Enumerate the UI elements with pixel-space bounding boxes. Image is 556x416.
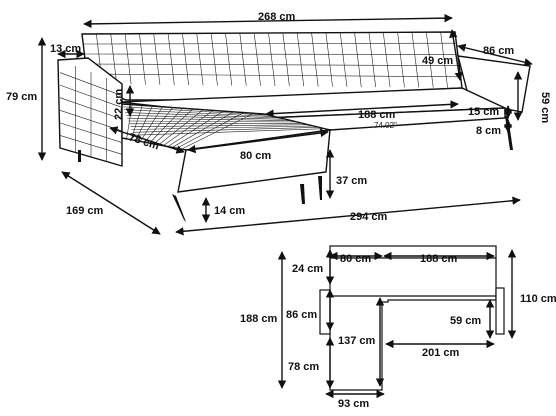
- top-view-dimension-lines: [277, 249, 517, 399]
- tuft-line: [86, 73, 461, 78]
- tuft-line: [126, 115, 287, 120]
- tuft-line: [253, 33, 261, 86]
- tuft-line: [325, 32, 333, 87]
- tuft-line: [83, 42, 457, 45]
- tuft-line: [296, 32, 305, 87]
- seat-length-label: 188 cm: [358, 109, 396, 121]
- tuft-line: [110, 33, 118, 85]
- seat-length-inches-label: 74.02": [374, 121, 397, 130]
- total-height-label: 79 cm: [6, 91, 37, 103]
- tuft-line: [368, 32, 376, 88]
- leg-height-label: 14 cm: [214, 205, 245, 217]
- total-depth-label: 169 cm: [66, 205, 104, 217]
- armrest-height-label: 22 cm: [113, 89, 125, 120]
- tuft-line: [311, 32, 319, 87]
- main-right-leg: [505, 116, 513, 150]
- main-left-leg: [78, 150, 81, 162]
- tuft-line: [123, 106, 270, 116]
- top-right-arm: [495, 287, 505, 335]
- tuft-line: [196, 33, 204, 86]
- tuft-line: [354, 32, 362, 87]
- tuft-line: [411, 32, 420, 88]
- top-arm-depth-label: 24 cm: [292, 263, 323, 275]
- seat-height-label: 37 cm: [336, 175, 367, 187]
- right-height-label: 59 cm: [539, 92, 551, 123]
- top-chaise-bottom-label: 78 cm: [288, 361, 319, 373]
- tuft-line: [153, 33, 161, 85]
- total-length-label: 294 cm: [350, 211, 388, 223]
- tuft-line: [282, 32, 290, 87]
- tuft-line: [124, 33, 132, 85]
- top-view-labels: 80 cm 188 cm 24 cm 110 cm 188 cm 86 cm 1…: [240, 253, 556, 410]
- back-height-label: 49 cm: [422, 55, 453, 67]
- chaise-right-leg: [300, 184, 305, 204]
- tuft-line: [268, 32, 276, 87]
- arm-width-label: 13 cm: [50, 43, 81, 55]
- tuft-line: [426, 32, 434, 88]
- tuft-line: [382, 32, 391, 88]
- chaise-back-leg: [318, 176, 322, 200]
- chaise-left-leg: [172, 194, 186, 222]
- tuft-line: [139, 33, 146, 85]
- tuft-line: [85, 63, 460, 66]
- tuft-line: [182, 33, 189, 86]
- top-left-section-label: 86 cm: [286, 309, 317, 321]
- top-left-height-label: 188 cm: [240, 313, 278, 325]
- top-total-depth-label: 110 cm: [520, 293, 556, 305]
- sofa-perspective-drawing: [57, 31, 531, 222]
- top-right-seat-label: 59 cm: [450, 315, 481, 327]
- tuft-line: [125, 112, 281, 119]
- top-chaise-width-label: 80 cm: [340, 253, 371, 265]
- tuft-line: [239, 33, 247, 86]
- top-bottom-width-label: 93 cm: [338, 398, 369, 410]
- tuft-line: [128, 120, 298, 123]
- backrest-tufting: [83, 32, 461, 88]
- tuft-line: [339, 32, 348, 87]
- top-left-arm: [319, 289, 331, 335]
- top-main-seat-label: 188 cm: [420, 253, 458, 265]
- top-chaise-inner-label: 137 cm: [338, 335, 376, 347]
- seat-cushion-label: 15 cm: [468, 106, 499, 118]
- tuft-line: [225, 33, 233, 86]
- overall-length-label: 268 cm: [258, 11, 296, 23]
- tuft-line: [210, 33, 218, 86]
- chaise-width-label: 80 cm: [240, 150, 271, 162]
- tuft-line: [397, 32, 405, 88]
- perspective-dimension-lines: [37, 13, 533, 236]
- tuft-line: [440, 32, 448, 88]
- top-main-length-label: 201 cm: [422, 347, 460, 359]
- tuft-line: [167, 33, 175, 85]
- tuft-line: [129, 123, 303, 125]
- back-depth-label: 86 cm: [483, 45, 514, 57]
- seat-gap-label: 8 cm: [476, 125, 501, 137]
- perspective-labels: 268 cm 13 cm 86 cm 49 cm 79 cm 22 cm 188…: [6, 11, 551, 223]
